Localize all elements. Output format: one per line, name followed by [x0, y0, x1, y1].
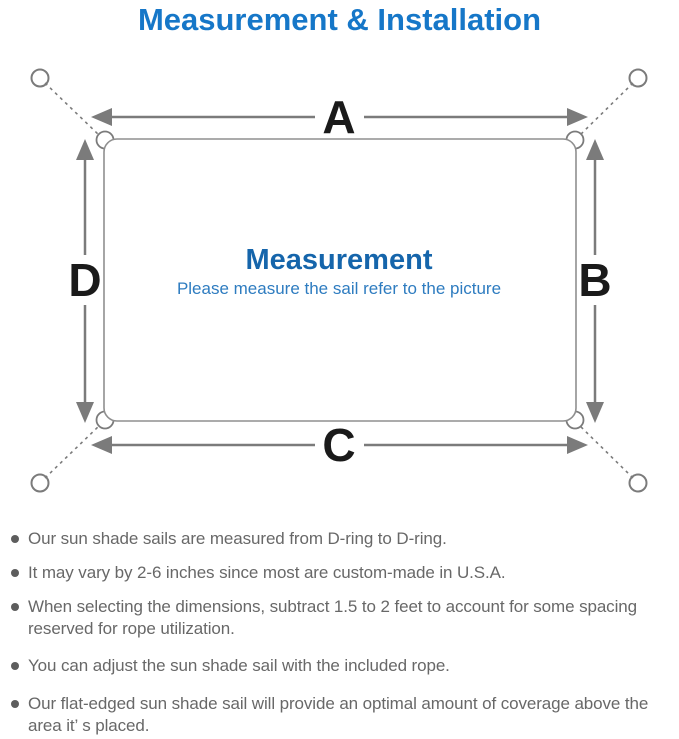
bullet-list: Our sun shade sails are measured from D-… — [11, 528, 667, 737]
bullet-item: When selecting the dimensions, subtract … — [11, 596, 667, 640]
anchor-ring-bottom-left-icon — [30, 473, 50, 493]
arrowhead-a-left — [91, 108, 112, 126]
arrowhead-b-up — [586, 139, 604, 160]
rope-dashed-line-top-right — [578, 82, 634, 137]
bullet-text: You can adjust the sun shade sail with t… — [28, 656, 450, 675]
dimension-label-d: D — [68, 254, 101, 306]
arrowhead-d-up — [76, 139, 94, 160]
bullet-dot-icon — [11, 603, 19, 611]
sail-rectangle — [103, 138, 577, 422]
rope-dashed-line-bottom-left — [44, 424, 101, 479]
bullet-dot-icon — [11, 662, 19, 670]
bullet-item: It may vary by 2-6 inches since most are… — [11, 562, 667, 584]
arrowhead-b-down — [586, 402, 604, 423]
bullet-item: Our sun shade sails are measured from D-… — [11, 528, 667, 550]
bullet-text: When selecting the dimensions, subtract … — [28, 597, 637, 638]
measurement-diagram: A C D B Measurement Please measure the s… — [30, 68, 648, 493]
bullet-text: Our flat-edged sun shade sail will provi… — [28, 694, 649, 735]
bullet-dot-icon — [11, 535, 19, 543]
dimension-label-c: C — [322, 419, 355, 471]
bullet-dot-icon — [11, 569, 19, 577]
anchor-ring-bottom-right-icon — [628, 473, 648, 493]
arrowhead-a-right — [567, 108, 588, 126]
bullet-dot-icon — [11, 700, 19, 708]
center-subtitle: Please measure the sail refer to the pic… — [177, 279, 501, 298]
center-heading: Measurement — [246, 244, 433, 276]
bullet-item: Our flat-edged sun shade sail will provi… — [11, 693, 667, 737]
arrowhead-c-right — [567, 436, 588, 454]
bullet-text: It may vary by 2-6 inches since most are… — [28, 563, 506, 582]
anchor-ring-top-left-icon — [30, 68, 50, 88]
bullet-item: You can adjust the sun shade sail with t… — [11, 655, 667, 677]
arrowhead-d-down — [76, 402, 94, 423]
dimension-label-b: B — [578, 254, 611, 306]
anchor-ring-top-right-icon — [628, 68, 648, 88]
rope-dashed-line-top-left — [44, 82, 101, 137]
rope-dashed-line-bottom-right — [578, 424, 634, 479]
page-title: Measurement & Installation — [137, 2, 542, 37]
bullet-text: Our sun shade sails are measured from D-… — [28, 529, 447, 548]
dimension-label-a: A — [322, 91, 355, 143]
arrowhead-c-left — [91, 436, 112, 454]
